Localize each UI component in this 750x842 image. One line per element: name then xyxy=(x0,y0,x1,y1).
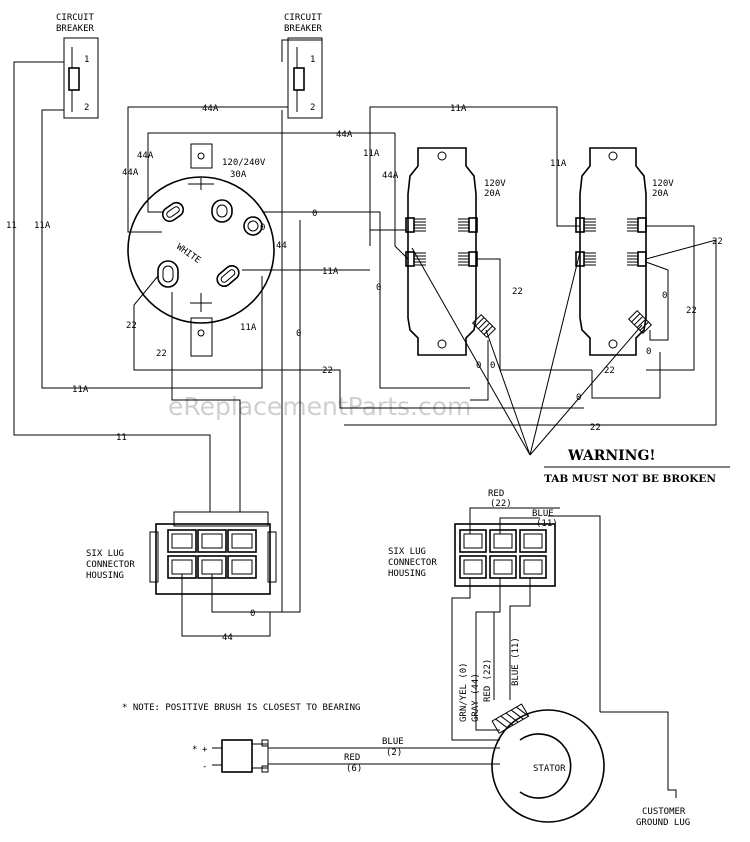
wire-11-label-b: 11 xyxy=(116,433,127,443)
outlet-main-white: WHITE xyxy=(174,242,202,266)
breaker-left-title-1: CIRCUIT xyxy=(56,13,95,23)
connector-right-label-3: HOUSING xyxy=(388,569,426,579)
breaker-left-title-2: BREAKER xyxy=(56,24,95,34)
breaker-left-pos-2: 2 xyxy=(84,103,89,113)
circuit-breaker-right: CIRCUIT BREAKER 1 2 xyxy=(284,13,323,119)
wire-11a-label-c: 11A xyxy=(450,104,467,114)
stator-assembly: STATOR CUSTOMER GROUND LUG xyxy=(491,703,690,828)
brush-red-label: RED xyxy=(344,753,360,763)
wire-44a-label-a: 44A xyxy=(202,104,219,114)
connector-right-label-2: CONNECTOR xyxy=(388,558,437,568)
duplex-left-rating-2: 20A xyxy=(484,189,501,199)
brush-minus: - xyxy=(202,762,207,772)
duplex-right-rating-1: 120V xyxy=(652,179,674,189)
wire-44-label-a: 44 xyxy=(276,241,287,251)
wire-0-label-d: 0 xyxy=(296,329,301,339)
wire-11a-label-f: 11A xyxy=(322,267,339,277)
circuit-breaker-left: CIRCUIT BREAKER 1 2 xyxy=(56,13,99,119)
wire-11-label-a: 11 xyxy=(6,221,17,231)
breaker-left-pos-1: 1 xyxy=(84,55,89,65)
positive-brush-note: * NOTE: POSITIVE BRUSH IS CLOSEST TO BEA… xyxy=(122,703,360,713)
wire-22-label-d: 22 xyxy=(512,287,523,297)
stator-blue-label: BLUE xyxy=(532,509,554,519)
brush-red-num: (6) xyxy=(346,764,362,774)
outlet-main-rating-2: 30A xyxy=(230,170,247,180)
brush-blue-label: BLUE xyxy=(382,737,404,747)
wire-11a-label-a: 11A xyxy=(34,221,51,231)
warning-text: TAB MUST NOT BE BROKEN xyxy=(544,473,716,485)
brush-plus: + xyxy=(202,745,208,755)
stator-red-label: RED xyxy=(488,489,504,499)
stator-gray-label: GRAY (44) xyxy=(471,673,481,722)
stator-red22-label: RED (22) xyxy=(483,659,493,702)
wire-22-label-h: 22 xyxy=(686,306,697,316)
connector-left-label-2: CONNECTOR xyxy=(86,560,135,570)
wire-0-label-g: 0 xyxy=(662,291,667,301)
wire-44-label-b: 44 xyxy=(222,633,233,643)
wire-22-label-c: 22 xyxy=(156,349,167,359)
wire-44a-label-d: 44A xyxy=(137,151,154,161)
breaker-right-title-1: CIRCUIT xyxy=(284,13,323,23)
stator-grn-label: GRN/YEL (0) xyxy=(459,662,469,722)
brush-assembly: * NOTE: POSITIVE BRUSH IS CLOSEST TO BEA… xyxy=(122,703,500,774)
duplex-left-rating-1: 120V xyxy=(484,179,506,189)
duplex-receptacle-left: 120V 20A xyxy=(405,147,506,356)
six-lug-connector-right: RED (22) BLUE (11) SIX LUG CONNECTOR HOU… xyxy=(388,489,601,741)
brush-star: * xyxy=(192,745,197,755)
stator-red-num: (22) xyxy=(490,499,512,509)
wire-0-label-b: 0 xyxy=(260,223,265,233)
wire-11a-label-b: 11A xyxy=(72,385,89,395)
outlet-main-rating-1: 120/240V xyxy=(222,158,266,168)
connector-left-label-1: SIX LUG xyxy=(86,549,124,559)
stator-blue11-label: BLUE (11) xyxy=(511,637,521,686)
wire-0-label-h: 0 xyxy=(646,347,651,357)
breaker-right-title-2: BREAKER xyxy=(284,24,323,34)
stator-blue-num: (11) xyxy=(536,519,558,529)
six-lug-connector-left: 0 44 SIX LUG CONNECTOR HOUSING xyxy=(86,511,277,643)
stator-label: STATOR xyxy=(533,764,566,774)
ground-lug-line-1: CUSTOMER xyxy=(642,807,686,817)
wire-0-label-j: 0 xyxy=(250,609,255,619)
wire-44a-label-e: 44A xyxy=(382,171,399,181)
connector-right-label-1: SIX LUG xyxy=(388,547,426,557)
warning-pointers: WARNING! TAB MUST NOT BE BROKEN xyxy=(411,247,730,485)
connector-left-label-3: HOUSING xyxy=(86,571,124,581)
watermark: eReplacementParts.com xyxy=(168,392,471,421)
wire-0-label-f: 0 xyxy=(490,361,495,371)
wire-22-label-a: 22 xyxy=(126,321,137,331)
wire-22-label-b: 22 xyxy=(322,366,333,376)
upper-wiring: 11 11 11A 11A 44A 44A 44A 44A 44A 11A 11… xyxy=(6,39,723,613)
wire-44a-label-c: 44A xyxy=(336,130,353,140)
ground-lug-line-2: GROUND LUG xyxy=(636,818,690,828)
warning-title: WARNING! xyxy=(567,448,656,464)
wire-22-label-f: 22 xyxy=(590,423,601,433)
wire-0-label-a: 0 xyxy=(312,209,317,219)
wire-22-label-g: 22 xyxy=(712,237,723,247)
wire-11a-label-d: 11A xyxy=(363,149,380,159)
wire-22-label-e: 22 xyxy=(604,366,615,376)
wire-0-label-c: 0 xyxy=(376,283,381,293)
brush-blue-num: (2) xyxy=(386,748,402,758)
breaker-right-pos-1: 1 xyxy=(310,55,315,65)
wire-44a-label-b: 44A xyxy=(122,168,139,178)
wire-11a-label-g: 11A xyxy=(240,323,257,333)
wire-11a-label-e: 11A xyxy=(550,159,567,169)
duplex-receptacle-right: 120V 20A xyxy=(575,147,674,356)
duplex-right-rating-2: 20A xyxy=(652,189,669,199)
breaker-right-pos-2: 2 xyxy=(310,103,315,113)
